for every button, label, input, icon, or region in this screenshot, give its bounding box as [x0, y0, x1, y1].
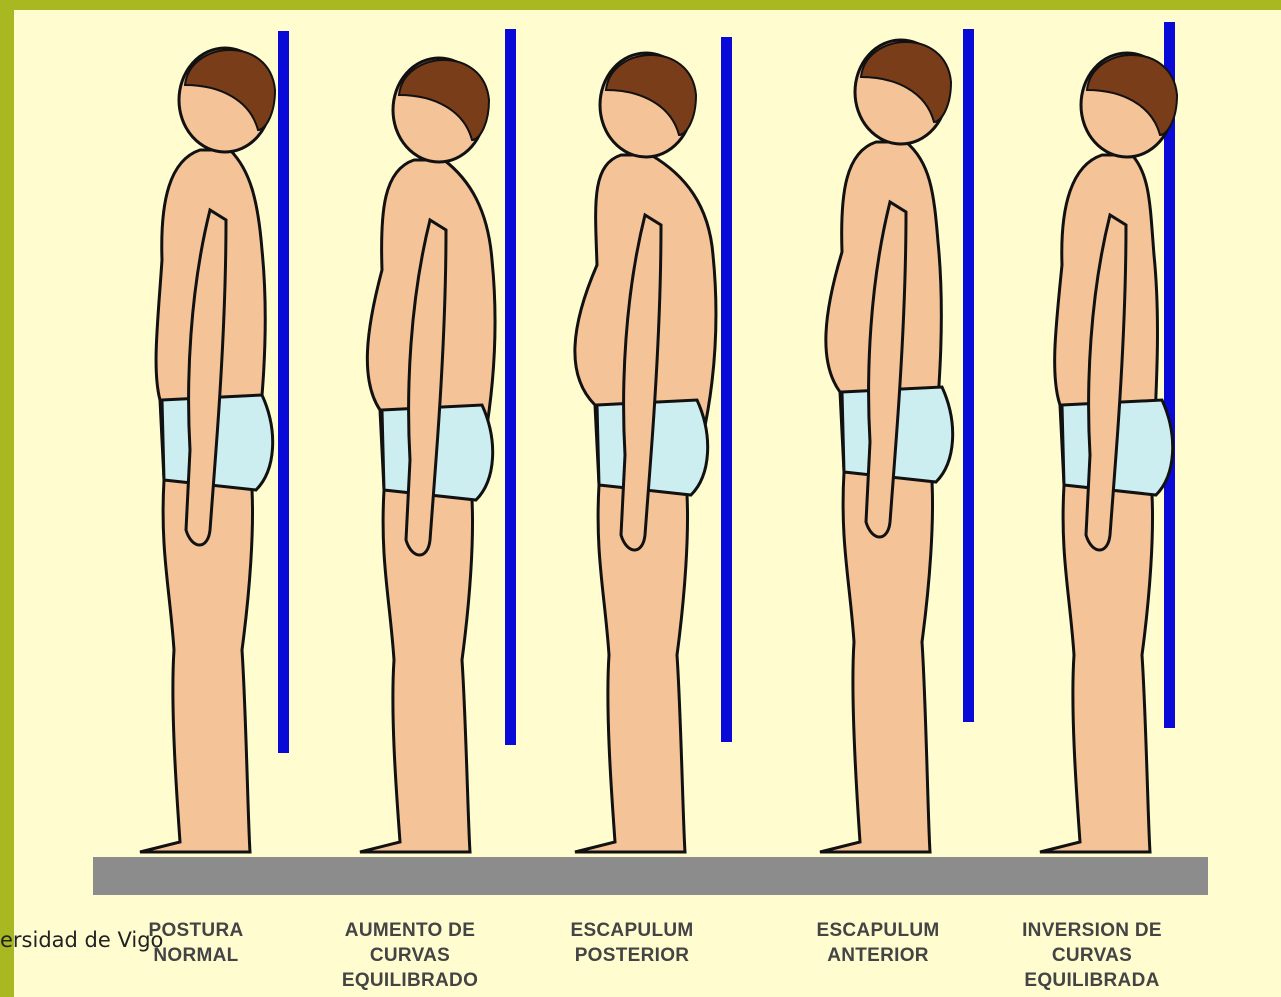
caption-line: ESCAPULUM — [532, 918, 732, 943]
caption-line: AUMENTO DE — [310, 918, 510, 943]
figure-escapulum-posterior — [565, 35, 725, 860]
caption-line: CURVAS — [310, 943, 510, 968]
caption-line: ESCAPULUM — [778, 918, 978, 943]
caption-line: ANTERIOR — [778, 943, 978, 968]
caption-line: INVERSION DE — [992, 918, 1192, 943]
figure-escapulum-anterior — [810, 22, 970, 860]
figure-inversion-curvas — [1030, 35, 1190, 860]
figure-postura-normal — [130, 30, 290, 860]
caption-aumento-curvas: AUMENTO DE CURVAS EQUILIBRADO — [310, 918, 510, 993]
caption-inversion-curvas: INVERSION DE CURVAS EQUILIBRADA — [992, 918, 1192, 993]
figure-aumento-curvas — [350, 40, 510, 860]
ground-bar — [93, 857, 1208, 895]
caption-escapulum-posterior: ESCAPULUM POSTERIOR — [532, 918, 732, 968]
caption-line: EQUILIBRADA — [992, 968, 1192, 993]
caption-line: POSTERIOR — [532, 943, 732, 968]
caption-line: CURVAS — [992, 943, 1192, 968]
footer-university-label: ersidad de Vigo — [0, 928, 163, 952]
caption-line: EQUILIBRADO — [310, 968, 510, 993]
caption-escapulum-anterior: ESCAPULUM ANTERIOR — [778, 918, 978, 968]
